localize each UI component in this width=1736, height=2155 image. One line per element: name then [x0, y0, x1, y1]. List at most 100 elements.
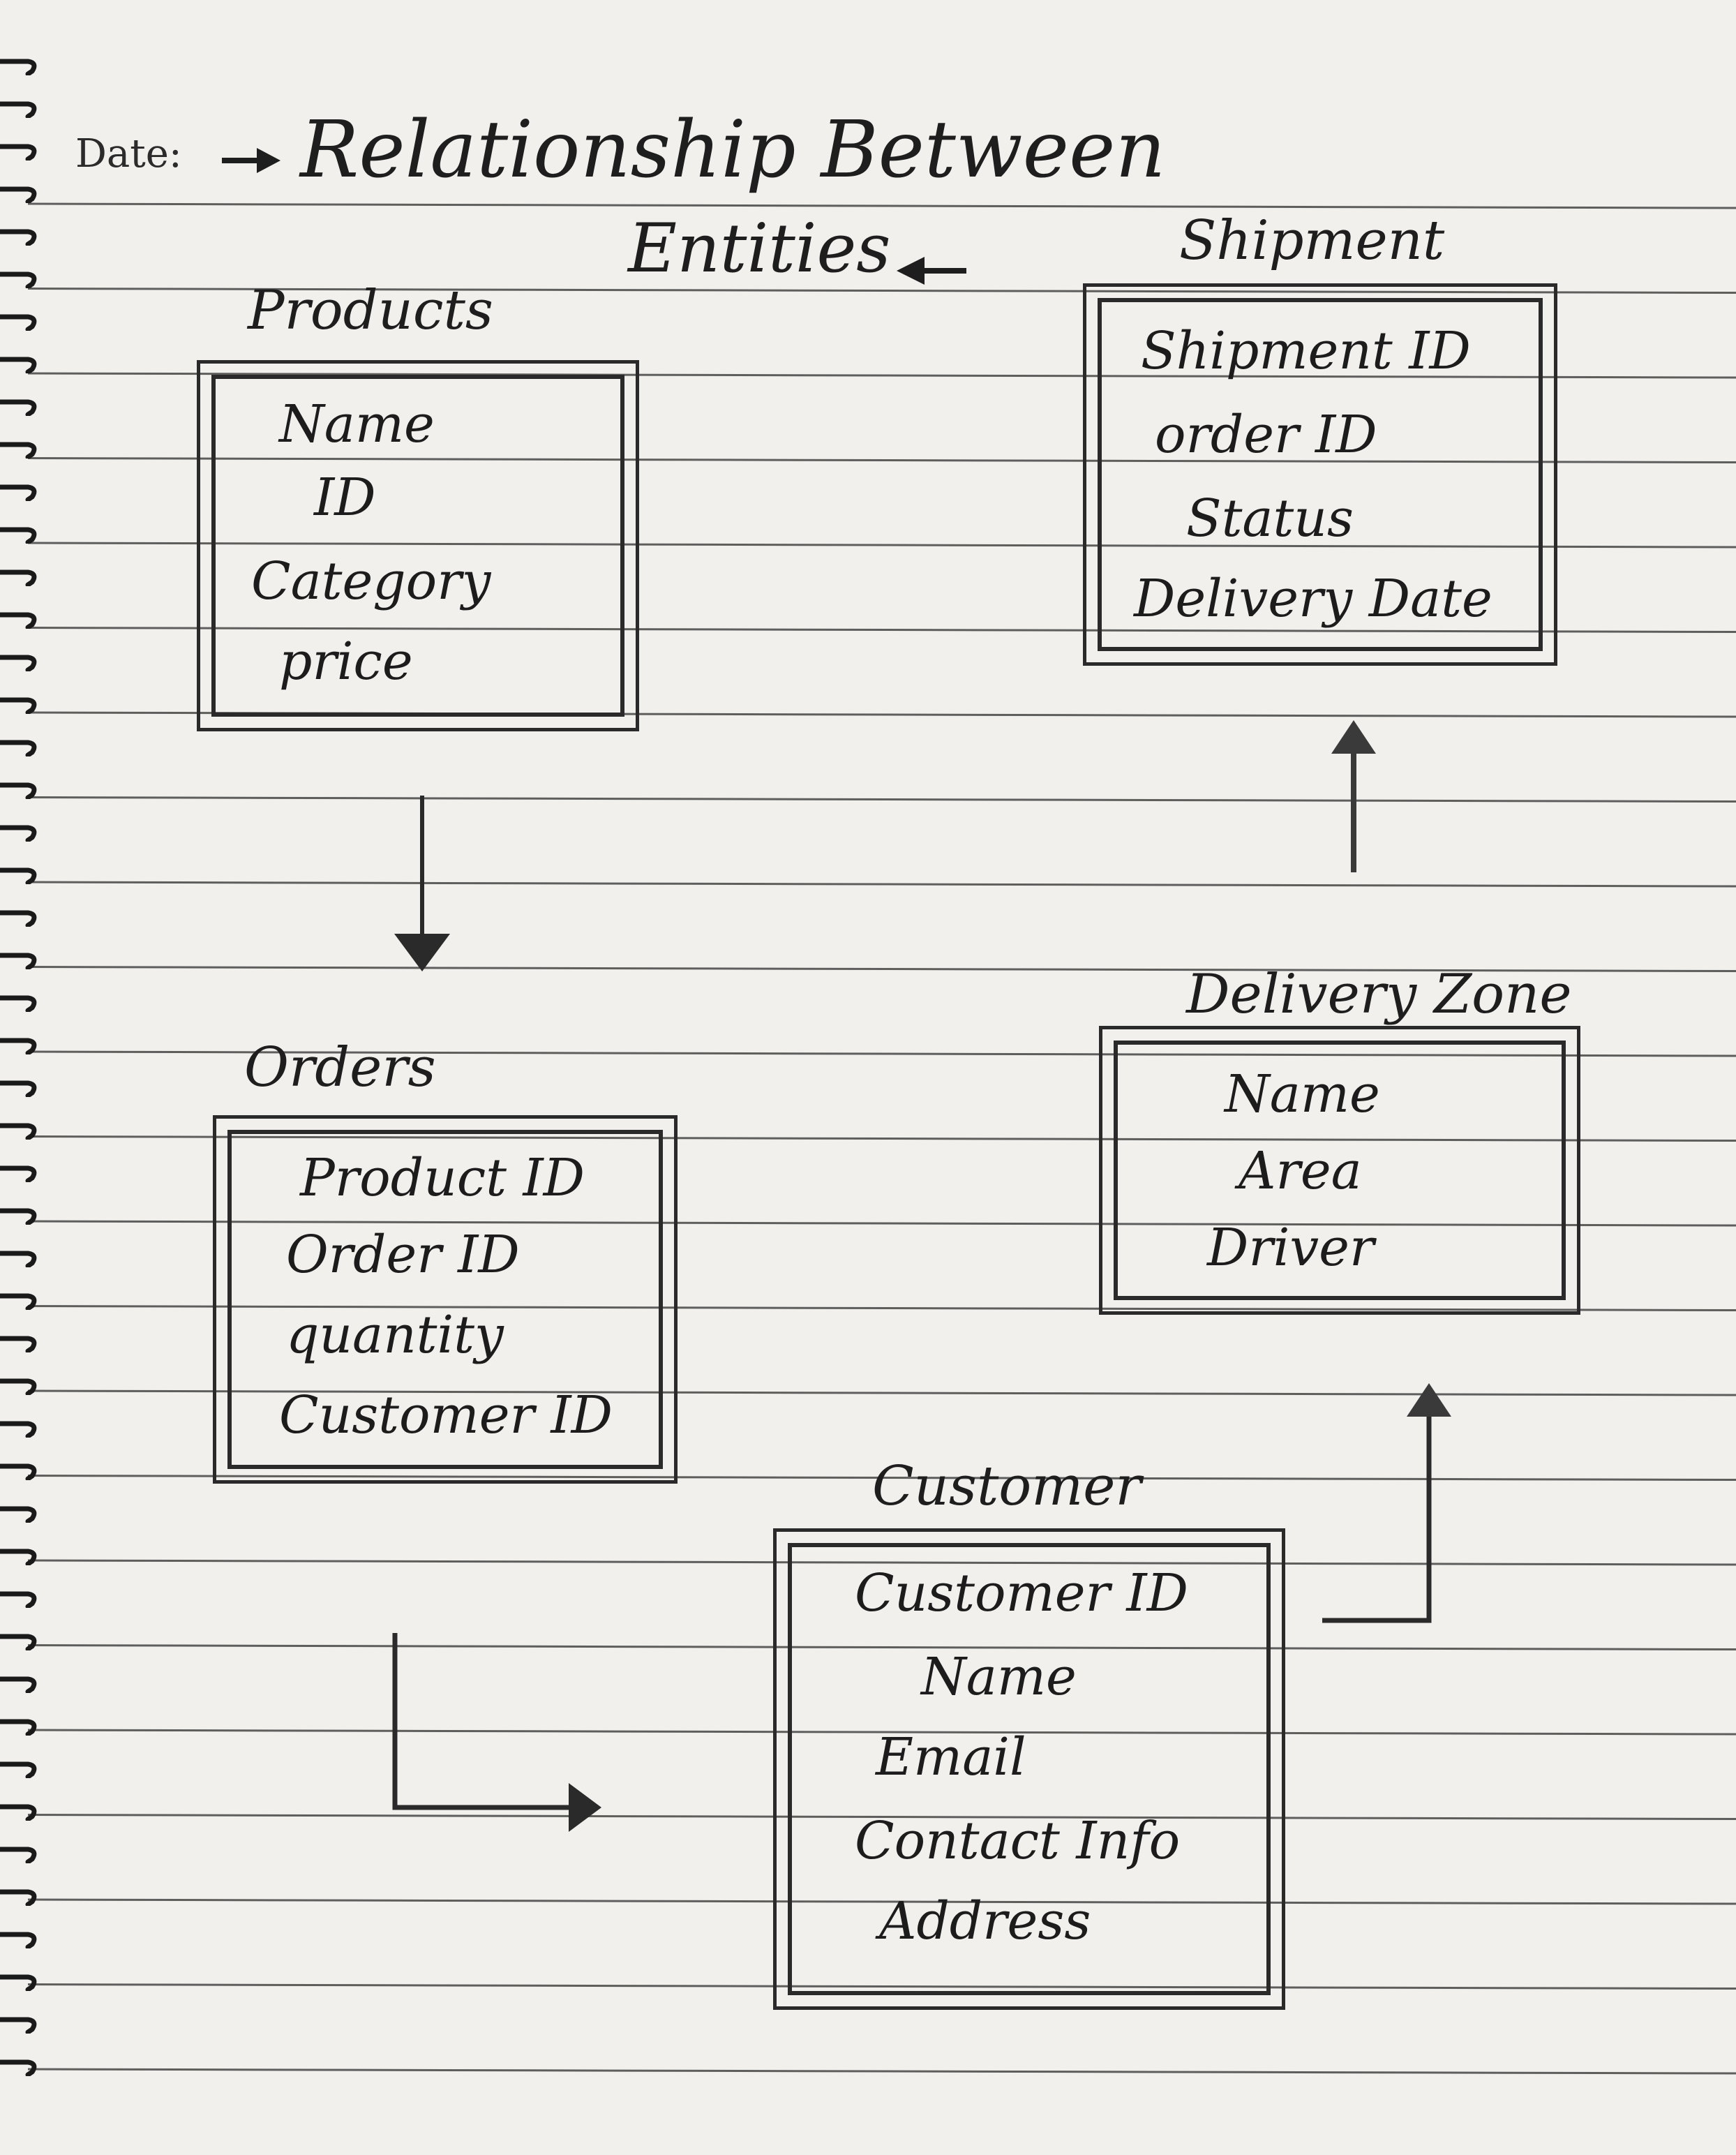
ruled-line: [27, 1050, 1736, 1057]
page-title-line2: Entities: [628, 209, 891, 288]
spiral-ring: [0, 1886, 40, 1907]
entity-box-customer: [773, 1528, 1285, 2010]
spiral-ring: [0, 1503, 40, 1524]
field-shipment-delivery-date: Delivery Date: [1134, 569, 1492, 629]
spiral-ring: [0, 524, 40, 545]
spiral-ring: [0, 56, 40, 77]
spiral-ring: [0, 354, 40, 375]
field-delivery-zone-driver: Driver: [1207, 1218, 1375, 1278]
field-products-id: ID: [314, 468, 376, 528]
ruled-line: [27, 542, 1736, 549]
ruled-line: [27, 1220, 1736, 1227]
field-orders-customer-id: Customer ID: [279, 1385, 613, 1445]
spiral-ring: [0, 2057, 40, 2078]
spiral-ring: [0, 1375, 40, 1396]
entity-box-orders: [213, 1115, 678, 1484]
spiral-ring: [0, 609, 40, 630]
field-shipment-shipment-id: Shipment ID: [1141, 321, 1471, 381]
ruled-line: [27, 966, 1736, 972]
spiral-ring: [0, 396, 40, 417]
page-title-line1: Relationship Between: [300, 105, 1166, 195]
spiral-ring: [0, 1716, 40, 1737]
entity-box-products-inner: [211, 375, 624, 717]
spiral-ring: [0, 737, 40, 758]
spiral-ring: [0, 1759, 40, 1780]
field-delivery-zone-name: Name: [1225, 1064, 1380, 1124]
ruled-line: [27, 1983, 1736, 1990]
spiral-ring: [0, 950, 40, 971]
arrow-customer-to-delivery-zone: [1322, 1383, 1451, 1623]
spiral-ring: [0, 141, 40, 162]
title-right-arrow-icon: [222, 148, 280, 173]
ruled-line: [27, 1814, 1736, 1820]
ruled-line: [27, 1729, 1736, 1736]
entity-box-delivery-zone: [1099, 1026, 1580, 1315]
field-shipment-order-id: order ID: [1155, 405, 1377, 465]
spiral-ring: [0, 567, 40, 588]
ruled-line: [27, 288, 1736, 294]
arrow-products-to-orders: [394, 796, 450, 971]
spiral-ring: [0, 2014, 40, 2035]
spiral-ring: [0, 1120, 40, 1141]
spiral-ring: [0, 311, 40, 332]
entity-title-products: Products: [248, 279, 493, 342]
spiral-ring: [0, 1290, 40, 1311]
ruled-line: [27, 1305, 1736, 1311]
field-orders-order-id: Order ID: [286, 1225, 520, 1285]
entity-title-orders: Orders: [244, 1036, 436, 1099]
spiral-ring: [0, 1333, 40, 1354]
spiral-ring: [0, 1205, 40, 1226]
ruled-line: [27, 202, 1736, 209]
spiral-ring: [0, 992, 40, 1013]
ruled-line: [27, 1559, 1736, 1566]
spiral-ring: [0, 1588, 40, 1609]
ruled-line: [27, 372, 1736, 379]
arrow-orders-to-customer: [392, 1633, 601, 1832]
spiral-ring: [0, 1844, 40, 1865]
ruled-line: [27, 1389, 1736, 1396]
spiral-ring: [0, 1418, 40, 1439]
spiral-ring: [0, 1546, 40, 1567]
entity-title-delivery-zone: Delivery Zone: [1186, 963, 1572, 1026]
spiral-ring: [0, 1673, 40, 1694]
spiral-ring: [0, 1035, 40, 1056]
field-customer-contact-info: Contact Info: [855, 1811, 1181, 1871]
entity-box-customer-inner: [788, 1543, 1271, 1995]
entity-box-products: [197, 360, 639, 731]
ruled-line: [27, 457, 1736, 463]
spiral-ring: [0, 1163, 40, 1184]
field-products-category: Category: [251, 551, 491, 611]
spiral-ring: [0, 226, 40, 247]
field-customer-customer-id: Customer ID: [855, 1563, 1188, 1623]
spiral-ring: [0, 652, 40, 673]
entity-title-customer: Customer: [872, 1455, 1142, 1518]
spiral-ring: [0, 1631, 40, 1652]
field-orders-product-id: Product ID: [300, 1148, 585, 1208]
field-delivery-zone-area: Area: [1239, 1141, 1362, 1201]
spiral-ring: [0, 1801, 40, 1822]
spiral-ring: [0, 1971, 40, 1992]
field-customer-name: Name: [921, 1647, 1077, 1707]
entity-box-shipment-inner: [1098, 298, 1543, 651]
arrow-delivery-zone-to-shipment: [1331, 720, 1376, 872]
spiral-ring: [0, 822, 40, 843]
spiral-ring: [0, 98, 40, 119]
ruled-line: [27, 2068, 1736, 2075]
date-label: Date:: [75, 131, 182, 177]
spiral-ring: [0, 780, 40, 800]
spiral-ring: [0, 1078, 40, 1098]
entity-box-shipment: [1083, 283, 1557, 666]
spiral-ring: [0, 694, 40, 715]
spiral-ring: [0, 1929, 40, 1950]
ruled-line: [27, 1644, 1736, 1650]
ruled-line: [27, 796, 1736, 803]
ruled-line: [27, 627, 1736, 633]
spiral-ring: [0, 1248, 40, 1269]
entity-box-delivery-zone-inner: [1114, 1041, 1566, 1300]
field-products-name: Name: [279, 394, 435, 454]
spiral-ring: [0, 865, 40, 886]
spiral-ring: [0, 482, 40, 502]
